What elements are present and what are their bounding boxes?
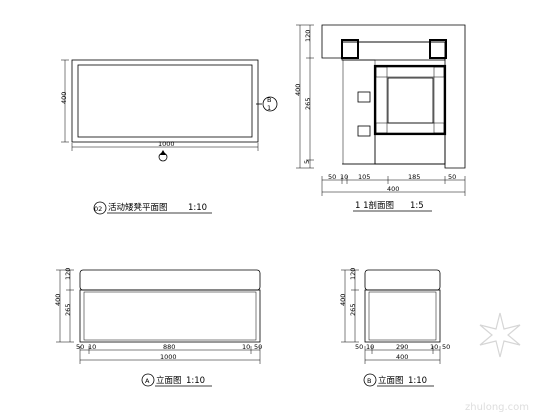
elev-b-scale: 1:10	[408, 376, 427, 386]
elev-b-bottom-290: 290	[396, 343, 408, 351]
watermark-logo-icon	[479, 312, 521, 358]
section-bottom-dim-50a: 50	[328, 173, 336, 181]
elev-b-cushion	[364, 269, 441, 291]
elev-b-bottom-10b: 10	[430, 343, 438, 351]
section-dim-total: 400	[294, 84, 302, 96]
section-bottom-dim-105: 105	[358, 173, 370, 181]
plan-height-dim: 400	[60, 92, 68, 104]
section-1-1: 120 265 5 400 50 10 105 185 50 400 1 1剖面…	[294, 24, 466, 212]
elev-b-bottom-total: 400	[396, 353, 408, 361]
elev-a-bottom-50b: 50	[254, 343, 262, 351]
elev-a-bottom-880: 880	[163, 343, 175, 351]
elev-a-bottom-total: 1000	[160, 353, 177, 361]
section-scale: 1:5	[410, 201, 424, 211]
plan-outline	[71, 59, 259, 143]
elev-b-bottom-50b: 50	[442, 343, 450, 351]
svg-text:1: 1	[267, 104, 271, 112]
elev-b-dim-120: 120	[349, 268, 357, 280]
section-inner-frame	[373, 64, 447, 136]
elev-a-title: 立面图	[156, 375, 182, 386]
section-dim-265: 265	[304, 98, 312, 110]
elev-b-base	[364, 289, 441, 343]
plan-title: 活动矮凳平面图	[108, 202, 168, 213]
elev-a-base	[79, 289, 261, 343]
plan-caption: 02 活动矮凳平面图 1:10	[93, 201, 212, 215]
elev-b-marker: B	[367, 377, 371, 385]
elev-b-dim-265: 265	[349, 304, 357, 316]
elev-b-dim-total: 400	[339, 294, 347, 306]
elevation-b: 120 265 400 50 10 290 10 50 400 B 立面图 1:…	[339, 268, 450, 387]
elev-a-dim-265: 265	[64, 304, 72, 316]
elev-a-marker: A	[145, 377, 150, 385]
plan-scale: 1:10	[188, 203, 207, 213]
plan-title-number: 02	[94, 205, 102, 213]
elev-b-title: 立面图	[378, 375, 404, 386]
svg-text:B: B	[267, 96, 271, 104]
elev-a-cushion	[79, 269, 261, 291]
section-title: 1 1剖面图	[355, 200, 394, 211]
elev-b-bottom-50a: 50	[355, 343, 363, 351]
elev-b-bottom-10a: 10	[366, 343, 374, 351]
section-bottom-dim-50b: 50	[448, 173, 456, 181]
plan-seat-top	[77, 64, 253, 138]
watermark: zhulong.com	[465, 312, 529, 413]
elev-a-scale: 1:10	[186, 376, 205, 386]
section-dim-5: 5	[303, 160, 311, 164]
elev-a-bottom-50a: 50	[76, 343, 84, 351]
section-bottom-dim-10: 10	[340, 173, 348, 181]
section-bottom-dim-total: 400	[387, 185, 399, 193]
section-marker-right: B 1	[256, 96, 278, 112]
elev-a-bottom-10b: 10	[242, 343, 250, 351]
elevation-a: 120 265 400 50 10 880 10 50 1000 A 立面图 1…	[54, 268, 262, 387]
plan-view: 1000 400 B 1 02 活动矮凳平面图 1:10	[60, 59, 278, 215]
plan-width-dim: 1000	[158, 140, 175, 148]
elev-a-bottom-10a: 10	[88, 343, 96, 351]
section-dim-120: 120	[304, 30, 312, 42]
section-marker-bottom	[158, 150, 168, 162]
elev-a-dim-total: 400	[54, 294, 62, 306]
section-bottom-dim-185: 185	[408, 173, 420, 181]
watermark-text: zhulong.com	[465, 402, 529, 413]
elev-a-dim-120: 120	[64, 268, 72, 280]
